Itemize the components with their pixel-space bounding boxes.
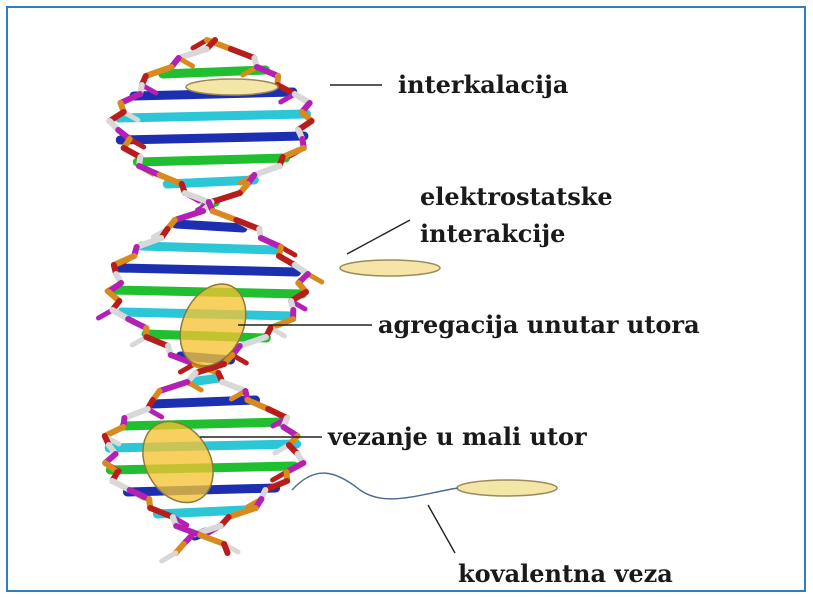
label-electrostatic-line2: interakcije xyxy=(420,219,565,248)
label-covalent: kovalentna veza xyxy=(458,559,673,588)
backbone-segment xyxy=(109,307,132,322)
label-minor-groove: vezanje u mali utor xyxy=(327,422,587,451)
backbone-segment xyxy=(209,208,240,223)
phosphate-branch xyxy=(159,550,179,564)
backbone-segment xyxy=(219,379,249,394)
backbone-segment xyxy=(125,316,150,331)
backbone-segment xyxy=(156,379,191,394)
base-pair xyxy=(115,263,302,277)
label-electrostatic-line1: elektrostatske xyxy=(420,182,613,211)
backbone-segment xyxy=(156,172,185,187)
backbone-segment xyxy=(244,397,272,412)
base-pair xyxy=(132,153,291,167)
backbone-segment xyxy=(275,253,298,268)
intercalator-disc xyxy=(185,78,279,96)
base-pair xyxy=(171,219,248,233)
minor-groove-ellipse xyxy=(142,420,214,504)
backbone-segment xyxy=(110,253,138,268)
leader-covalent xyxy=(427,504,456,554)
backbone-segment xyxy=(197,532,228,547)
backbone-segment xyxy=(120,145,144,160)
backbone-segment xyxy=(171,208,207,223)
backbone-segment xyxy=(253,64,282,79)
leader-lines xyxy=(200,84,459,554)
base-pair xyxy=(185,373,224,387)
backbone-segment xyxy=(121,406,151,421)
backbone-segment xyxy=(283,460,307,475)
backbone-segment xyxy=(236,334,269,349)
backbone-segment xyxy=(142,64,175,79)
label-intercalation: interkalacija xyxy=(398,70,568,99)
backbone-segment xyxy=(225,505,259,520)
backbone-segment xyxy=(208,190,243,205)
groove-aggregate-ellipse xyxy=(179,283,247,367)
covalent-linker xyxy=(291,472,459,500)
backbone-segment xyxy=(227,46,258,61)
base-pair xyxy=(119,417,288,431)
backbone-segment xyxy=(262,478,291,493)
backbone-segment xyxy=(181,190,212,205)
backbone-segment xyxy=(192,361,228,376)
backbone-segment xyxy=(279,145,307,160)
label-groove-aggregation: agregacija unutar utora xyxy=(378,310,700,339)
backbone-segment xyxy=(109,478,133,493)
base-pair xyxy=(115,131,309,145)
electrostatic-disc xyxy=(339,259,441,277)
base-pair xyxy=(148,395,261,409)
base-pair xyxy=(152,505,249,519)
backbone-segment xyxy=(233,217,263,232)
backbone-segment xyxy=(257,235,284,250)
covalent-disc xyxy=(456,479,558,497)
backbone-segment xyxy=(221,541,231,556)
backbone-segment xyxy=(173,523,204,538)
backbone-segment xyxy=(117,91,144,106)
backbone-segment xyxy=(175,46,210,61)
backbone-segment xyxy=(126,487,153,502)
backbone-segment xyxy=(251,163,283,178)
backbone-segment xyxy=(133,235,165,250)
base-pair xyxy=(114,109,312,123)
backbone-segment xyxy=(167,352,198,367)
backbone-segment xyxy=(147,505,176,520)
backbone-segment xyxy=(143,334,171,349)
backbone-segment xyxy=(101,424,127,439)
backbone-segment xyxy=(265,406,290,421)
leader-electrostatic xyxy=(346,219,411,255)
base-pair xyxy=(137,241,281,255)
backbone-segment xyxy=(274,82,298,97)
backbone-segment xyxy=(267,316,297,331)
backbone-segment xyxy=(135,163,163,178)
